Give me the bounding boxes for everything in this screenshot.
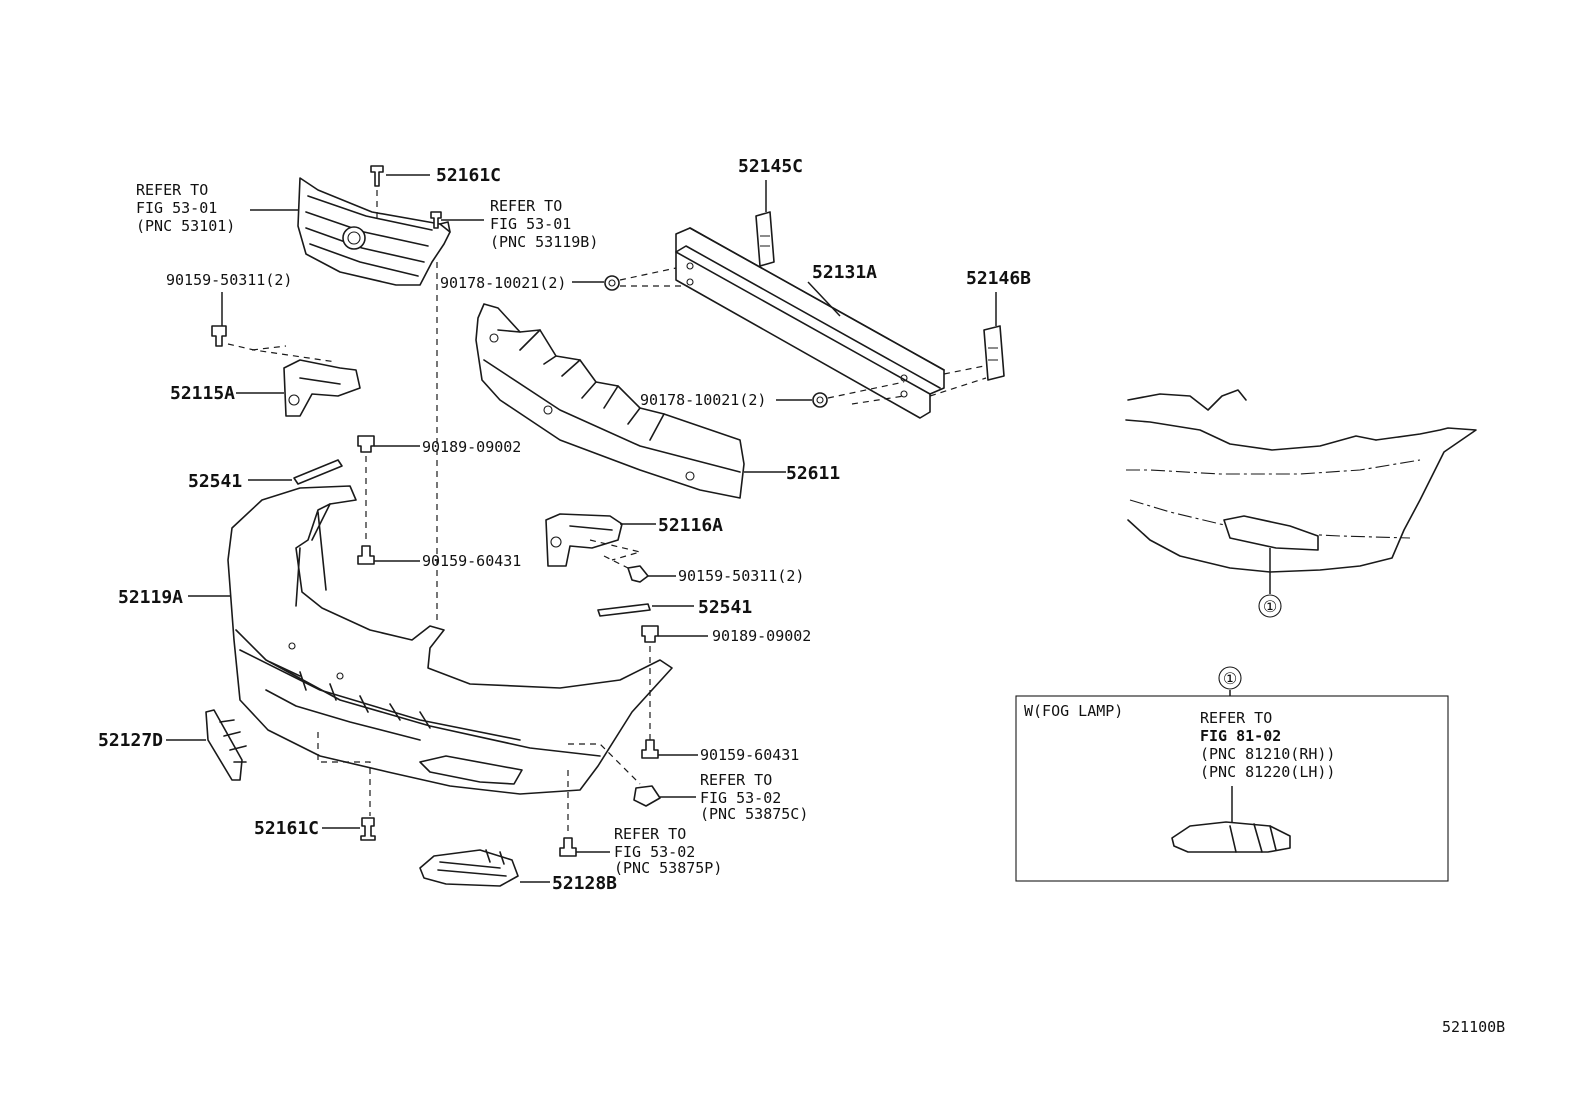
emblem-ref-line2: FIG 53-01 bbox=[490, 215, 571, 233]
label-90189-09002-b: 90189-09002 bbox=[712, 627, 811, 645]
label-52145c: 52145C bbox=[738, 156, 803, 177]
ref-53875p-line3: (PNC 53875P) bbox=[614, 859, 722, 877]
grille-ref-line2: FIG 53-01 bbox=[136, 199, 217, 217]
retainer-52146b bbox=[983, 325, 1005, 381]
energy-absorber-52611 bbox=[475, 303, 745, 499]
radiator-grille bbox=[297, 177, 451, 286]
bolt-icon bbox=[627, 565, 649, 583]
label-52541-upper: 52541 bbox=[188, 471, 242, 492]
ref-53875p-line2: FIG 53-02 bbox=[614, 843, 695, 861]
fog-lamp-box bbox=[1015, 695, 1449, 882]
clip-icon bbox=[360, 817, 376, 841]
ref-53875c-line1: REFER TO bbox=[700, 771, 772, 789]
clip-icon bbox=[633, 785, 661, 807]
label-90159-60431-b: 90159-60431 bbox=[700, 746, 799, 764]
fog-bezel-52128b bbox=[419, 849, 519, 887]
callout-box-marker: ① bbox=[1223, 669, 1237, 688]
nut-icon bbox=[604, 275, 620, 291]
label-52119a: 52119A bbox=[118, 587, 183, 608]
fog-lamp bbox=[1171, 821, 1291, 853]
ref-53875c-line2: FIG 53-02 bbox=[700, 789, 781, 807]
bumper-detail-view bbox=[1125, 389, 1477, 573]
label-52127d: 52127D bbox=[98, 730, 163, 751]
ref-53875c-line3: (PNC 53875C) bbox=[700, 805, 808, 823]
label-52161c-bottom: 52161C bbox=[254, 818, 319, 839]
fog-ref-line3: (PNC 81210(RH)) bbox=[1200, 745, 1335, 763]
retainer-52145c bbox=[755, 211, 775, 267]
clip-icon bbox=[357, 435, 375, 453]
label-52115a: 52115A bbox=[170, 383, 235, 404]
diagram-code: 521100B bbox=[1442, 1018, 1505, 1036]
label-90159-50311-right: 90159-50311(2) bbox=[678, 567, 804, 585]
bumper-cover-52119a bbox=[227, 485, 673, 795]
label-90178-10021-lower: 90178-10021(2) bbox=[640, 391, 766, 409]
fog-ref-line2: FIG 81-02 bbox=[1200, 727, 1281, 745]
fog-bezel-52127d bbox=[205, 709, 247, 781]
label-90159-50311-left: 90159-50311(2) bbox=[166, 271, 292, 289]
seal-52541-lower bbox=[597, 603, 651, 617]
emblem-ref-line1: REFER TO bbox=[490, 197, 562, 215]
label-52128b: 52128B bbox=[552, 873, 617, 894]
emblem-ref-line3: (PNC 53119B) bbox=[490, 233, 598, 251]
ref-53875p-line1: REFER TO bbox=[614, 825, 686, 843]
clip-icon bbox=[370, 165, 384, 187]
callout-marker: ① bbox=[1263, 597, 1277, 616]
grille-ref-line1: REFER TO bbox=[136, 181, 208, 199]
fog-ref-line4: (PNC 81220(LH)) bbox=[1200, 763, 1335, 781]
clip-icon bbox=[641, 625, 659, 643]
bolt-icon bbox=[357, 545, 375, 565]
label-90189-09002-a: 90189-09002 bbox=[422, 438, 521, 456]
label-52131a: 52131A bbox=[812, 262, 877, 283]
emblem-screw-icon bbox=[430, 211, 442, 229]
grille-ref-line3: (PNC 53101) bbox=[136, 217, 235, 235]
nut-icon bbox=[812, 392, 828, 408]
bracket-52115a bbox=[283, 359, 361, 417]
label-90159-60431-a: 90159-60431 bbox=[422, 552, 521, 570]
bracket-52116a bbox=[545, 513, 623, 567]
label-52611: 52611 bbox=[786, 463, 840, 484]
label-52116a: 52116A bbox=[658, 515, 723, 536]
bolt-icon bbox=[211, 325, 227, 347]
bumper-reinforcement-52131a bbox=[675, 227, 945, 419]
label-52161c-top: 52161C bbox=[436, 165, 501, 186]
bolt-icon bbox=[641, 739, 659, 759]
label-52541-lower: 52541 bbox=[698, 597, 752, 618]
fog-lamp-box-title: W(FOG LAMP) bbox=[1024, 702, 1123, 720]
seal-52541-upper bbox=[293, 459, 343, 485]
fog-ref-line1: REFER TO bbox=[1200, 709, 1272, 727]
label-90178-10021-upper: 90178-10021(2) bbox=[440, 274, 566, 292]
bolt-icon bbox=[559, 837, 577, 857]
label-52146b: 52146B bbox=[966, 268, 1031, 289]
